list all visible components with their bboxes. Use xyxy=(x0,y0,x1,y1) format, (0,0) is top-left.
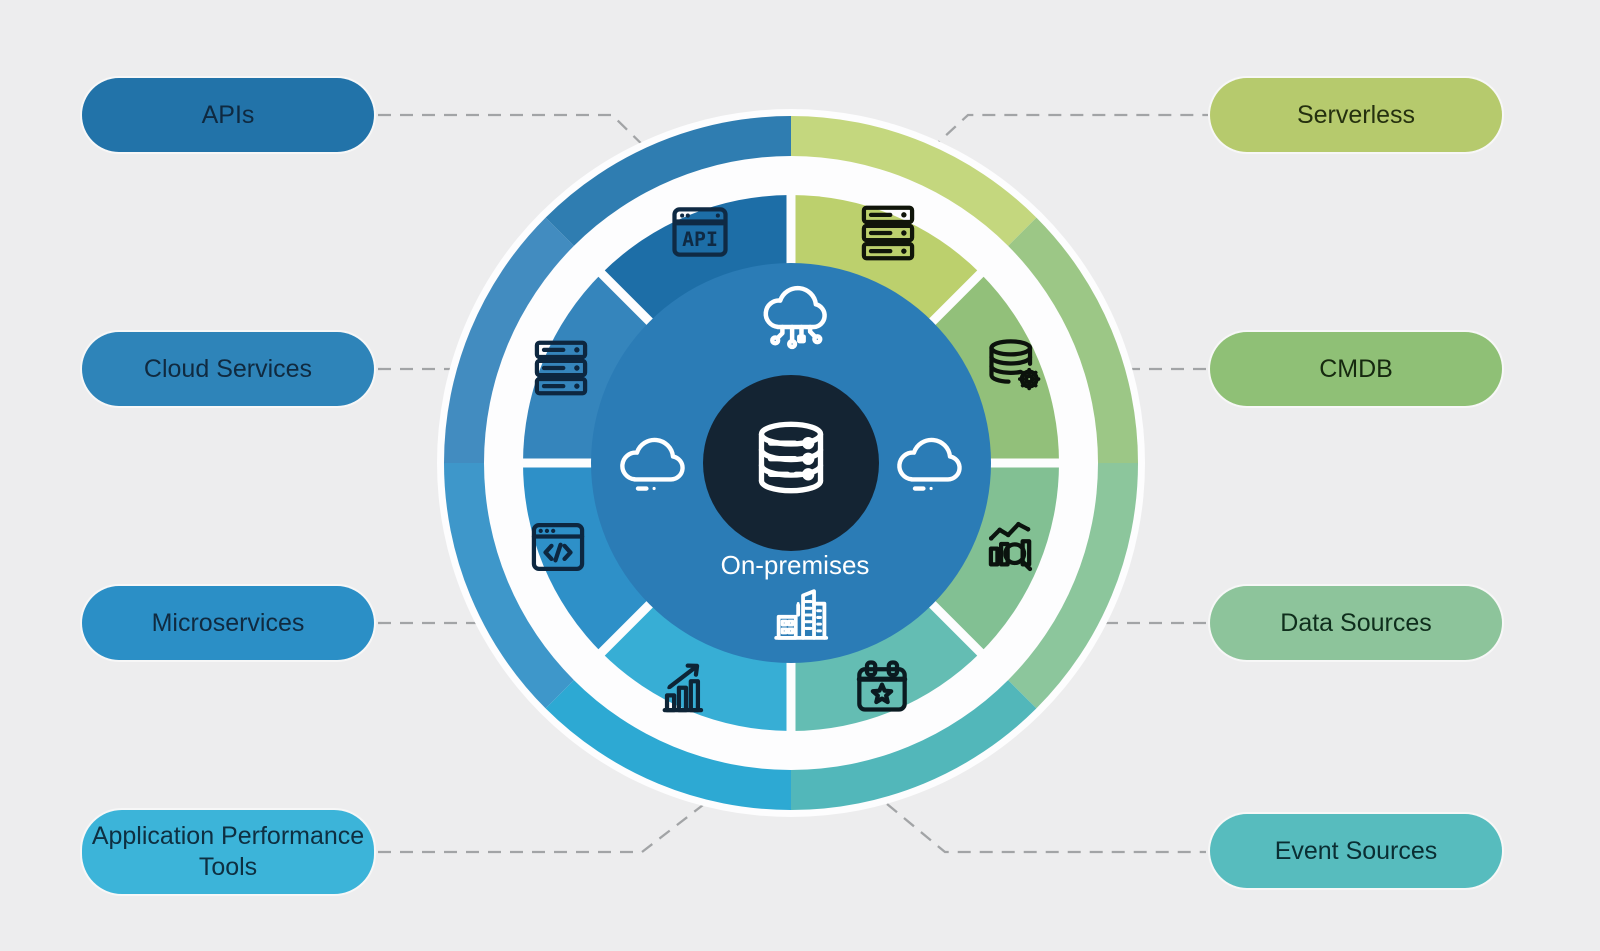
connector-apis xyxy=(378,113,655,157)
pill-event-sources: Event Sources xyxy=(1210,814,1502,888)
on-premises-label: On-premises xyxy=(721,550,870,580)
pill-application-performance-tools: Application Performance Tools xyxy=(82,810,374,894)
pill-apis: APIs xyxy=(82,78,374,152)
pill-microservices-label: Microservices xyxy=(151,608,305,637)
pill-apis-label: APIs xyxy=(201,100,255,129)
pill-application-performance-tools-label: Application Performance Tools xyxy=(91,822,365,881)
servers-icon xyxy=(864,208,912,258)
pill-cmdb-label: CMDB xyxy=(1319,354,1393,383)
pill-cmdb: CMDB xyxy=(1210,332,1502,406)
core-circle xyxy=(703,375,879,551)
pill-cloud-services: Cloud Services xyxy=(82,332,374,406)
pill-data-sources: Data Sources xyxy=(1210,586,1502,660)
servers-icon xyxy=(537,343,585,393)
pill-data-sources-label: Data Sources xyxy=(1280,608,1432,637)
pill-serverless-label: Serverless xyxy=(1296,100,1416,129)
pill-cloud-services-label: Cloud Services xyxy=(143,354,313,383)
connectors xyxy=(378,113,1208,854)
connector-event-sources xyxy=(886,803,1206,854)
pill-event-sources-label: Event Sources xyxy=(1274,836,1438,865)
connector-application-performance-tools xyxy=(378,804,704,854)
pill-serverless: Serverless xyxy=(1210,78,1502,152)
wheel: On-premises xyxy=(437,109,1145,817)
pill-microservices: Microservices xyxy=(82,586,374,660)
connector-serverless xyxy=(929,113,1208,151)
